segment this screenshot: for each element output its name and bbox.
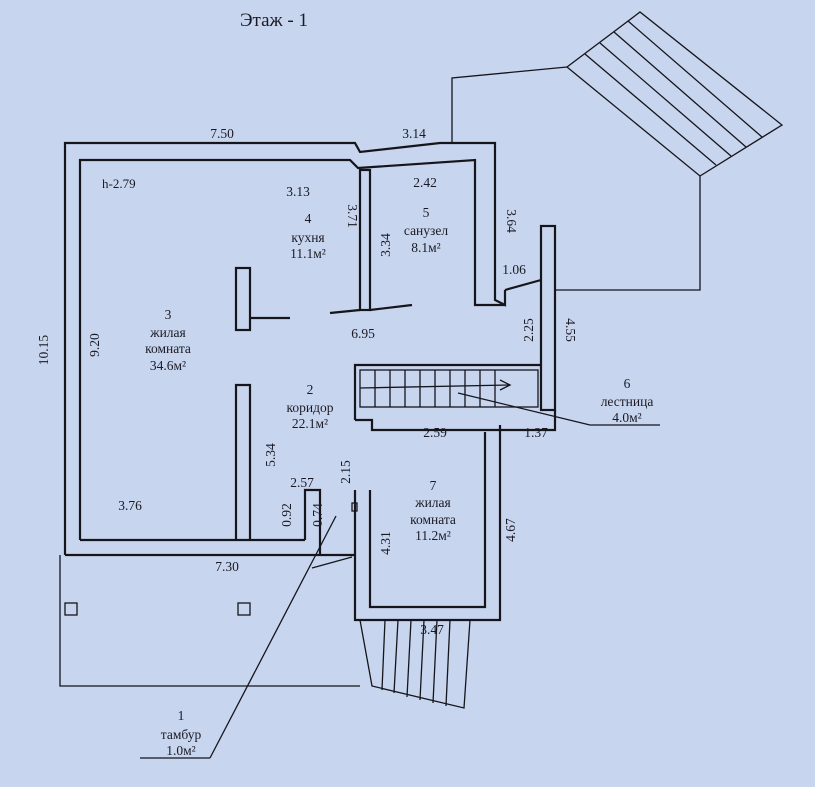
svg-text:коридор: коридор <box>287 400 334 415</box>
svg-text:6.95: 6.95 <box>351 326 375 341</box>
svg-text:4.31: 4.31 <box>378 531 393 555</box>
svg-text:11.1м²: 11.1м² <box>290 246 326 261</box>
svg-text:0.92: 0.92 <box>279 503 294 527</box>
svg-text:34.6м²: 34.6м² <box>150 358 186 373</box>
svg-text:1.06: 1.06 <box>502 262 526 277</box>
svg-text:жилая: жилая <box>149 325 186 340</box>
room-1-label: 1 тамбур 1.0м² <box>161 708 202 758</box>
interior-stairs <box>359 369 660 426</box>
svg-text:3: 3 <box>165 307 172 322</box>
svg-text:4.55: 4.55 <box>563 318 578 342</box>
svg-text:лестница: лестница <box>601 394 654 409</box>
svg-text:кухня: кухня <box>291 230 324 245</box>
svg-text:1.0м²: 1.0м² <box>166 743 195 758</box>
svg-text:11.2м²: 11.2м² <box>415 528 451 543</box>
terrace <box>59 515 471 759</box>
svg-text:4.0м²: 4.0м² <box>612 410 641 425</box>
svg-text:10.15: 10.15 <box>36 335 51 366</box>
room-4-label: 4 кухня 11.1м² <box>290 211 326 261</box>
room-2-label: 2 коридор 22.1м² <box>287 382 334 431</box>
svg-text:4: 4 <box>305 211 312 226</box>
ceiling-height: h-2.79 <box>102 176 136 191</box>
svg-text:4.67: 4.67 <box>503 518 518 542</box>
svg-text:комната: комната <box>410 512 456 527</box>
svg-text:9.20: 9.20 <box>87 333 102 357</box>
svg-text:22.1м²: 22.1м² <box>292 416 328 431</box>
dimensions: 7.50 3.14 3.13 2.42 1.06 6.95 3.76 2.57 … <box>36 126 578 637</box>
svg-text:2.25: 2.25 <box>521 318 536 342</box>
svg-text:0.74: 0.74 <box>310 503 325 527</box>
svg-text:тамбур: тамбур <box>161 727 202 742</box>
svg-text:1.37: 1.37 <box>524 425 548 440</box>
svg-text:санузел: санузел <box>404 223 448 238</box>
room-5-label: 5 санузел 8.1м² <box>404 205 448 255</box>
svg-text:5.34: 5.34 <box>263 443 278 467</box>
svg-text:7.50: 7.50 <box>210 126 234 141</box>
svg-text:7: 7 <box>430 478 437 493</box>
svg-text:комната: комната <box>145 341 191 356</box>
svg-text:3.76: 3.76 <box>118 498 142 513</box>
svg-text:2: 2 <box>307 382 314 397</box>
svg-text:3.64: 3.64 <box>504 209 519 233</box>
svg-text:3.47: 3.47 <box>420 622 444 637</box>
svg-text:2.42: 2.42 <box>413 175 437 190</box>
room-7-label: 7 жилая комната 11.2м² <box>410 478 456 543</box>
svg-text:7.30: 7.30 <box>215 559 239 574</box>
svg-text:1: 1 <box>178 708 185 723</box>
svg-text:3.14: 3.14 <box>402 126 426 141</box>
room-3-label: 3 жилая комната 34.6м² <box>145 307 191 373</box>
exterior-stairs-top <box>451 11 784 291</box>
svg-text:3.71: 3.71 <box>345 204 360 228</box>
svg-text:2.59: 2.59 <box>423 425 447 440</box>
room-6-label: 6 лестница 4.0м² <box>601 376 654 425</box>
svg-text:5: 5 <box>423 205 430 220</box>
svg-text:6: 6 <box>624 376 631 391</box>
svg-text:3.13: 3.13 <box>286 184 310 199</box>
plan-title: Этаж - 1 <box>240 10 308 31</box>
svg-text:2.57: 2.57 <box>290 475 314 490</box>
svg-text:3.34: 3.34 <box>378 233 393 257</box>
svg-text:жилая: жилая <box>414 495 451 510</box>
svg-text:8.1м²: 8.1м² <box>411 240 440 255</box>
svg-text:2.15: 2.15 <box>338 460 353 484</box>
